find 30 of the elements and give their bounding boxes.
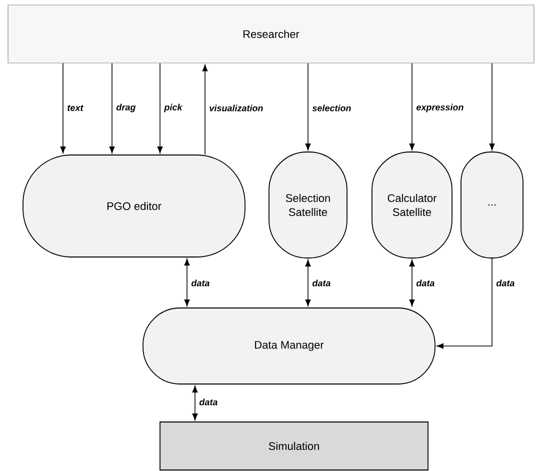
arrow (409, 260, 415, 306)
arrow (184, 258, 190, 306)
edge-label: drag (115, 102, 137, 114)
satellite-box: ... (460, 152, 524, 258)
satellite-box: Selection Satellite (268, 152, 348, 258)
arrow (60, 62, 66, 154)
arrow (409, 62, 415, 150)
edge-label: data (198, 398, 219, 406)
satellite-box: Calculator Satellite (372, 152, 452, 258)
arrow (305, 62, 311, 150)
simulation-box: Simulation (160, 422, 428, 470)
arrow (436, 258, 492, 349)
process-box: PGO editor (22, 154, 246, 258)
edge-label: selection (311, 104, 352, 112)
arrow (109, 62, 115, 154)
arrow (157, 62, 163, 154)
edge-label: text (66, 104, 84, 112)
actor-box: Researcher (8, 4, 534, 64)
manager-box: Data Manager (142, 308, 436, 384)
arrow (305, 260, 311, 306)
edge-label: data (415, 278, 436, 288)
arrow (489, 62, 495, 150)
edge-label: pick (163, 102, 184, 114)
edge-label: data (190, 278, 211, 288)
arrow (202, 64, 208, 155)
edge-label: visualization (208, 104, 264, 112)
arrow (192, 386, 198, 420)
edge-label: data (311, 278, 332, 288)
edge-label: expression (415, 102, 465, 114)
edge-label: data (495, 278, 516, 288)
